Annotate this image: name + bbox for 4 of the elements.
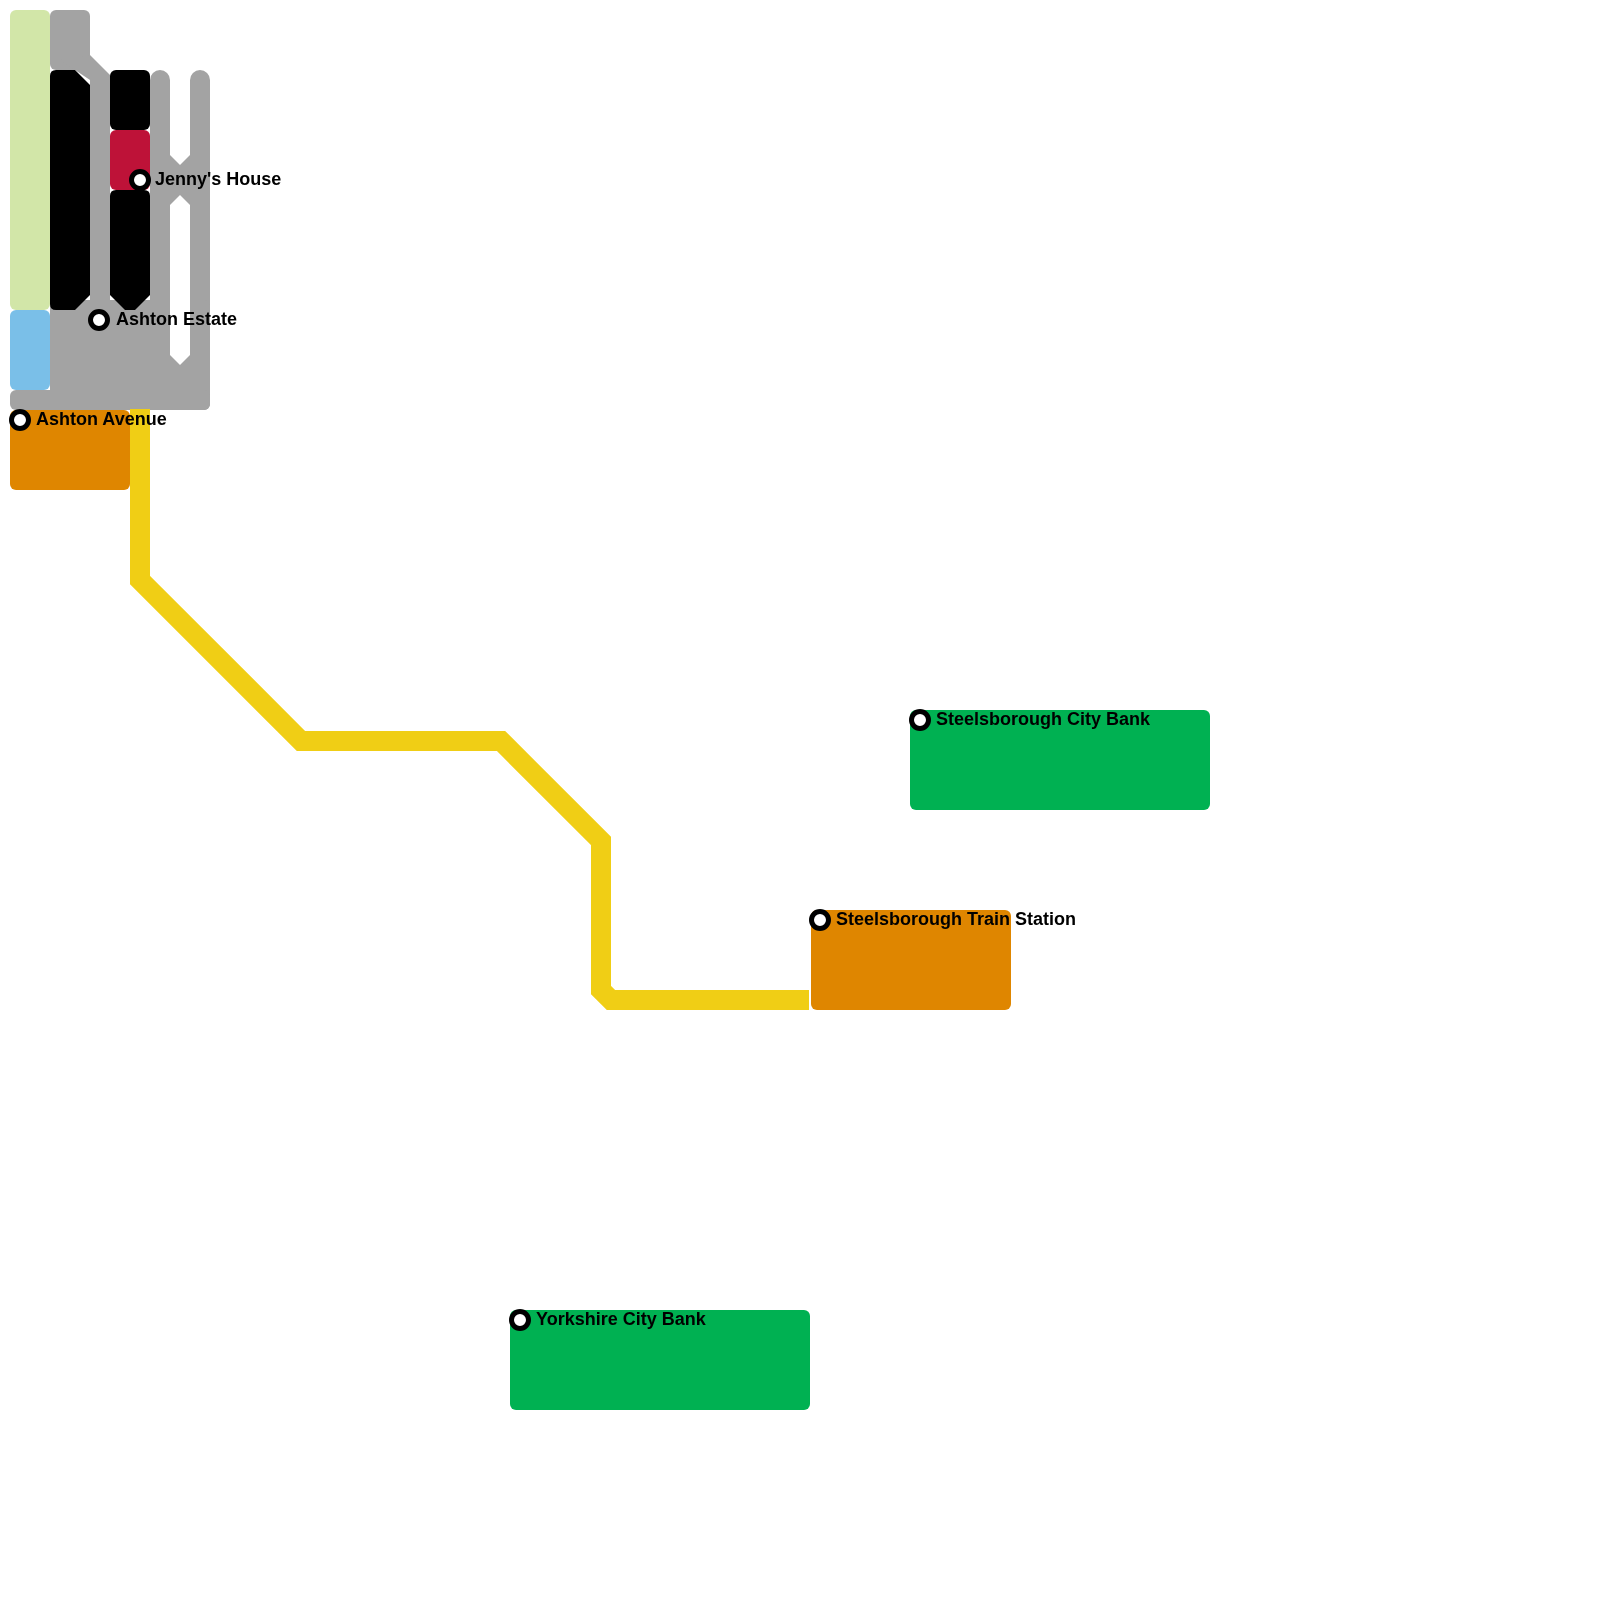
- rail-line: [130, 409, 809, 1010]
- station-label: Steelsborough City Bank: [936, 709, 1151, 729]
- station-label: Yorkshire City Bank: [536, 1309, 706, 1329]
- station-label: Steelsborough Train Station: [836, 909, 1077, 929]
